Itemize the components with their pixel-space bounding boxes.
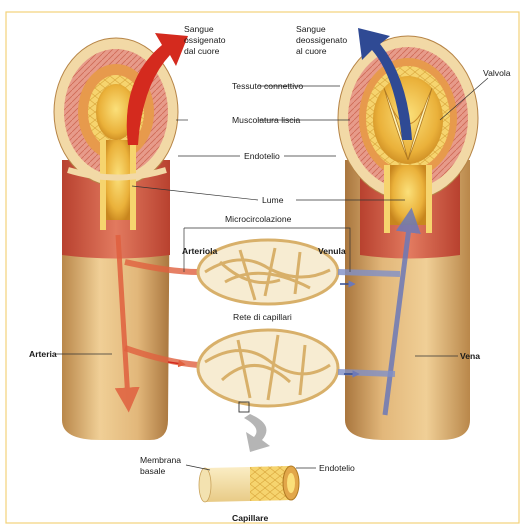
label-valve: Valvola	[483, 68, 511, 78]
zoom-arrow	[244, 414, 270, 452]
label-capillary-network: Rete di capillari	[233, 312, 292, 322]
svg-text:Membrana: Membrana	[140, 455, 181, 465]
label-capillary: Capillare	[232, 513, 269, 523]
label-vein: Vena	[460, 351, 480, 361]
label-smooth-muscle: Muscolatura liscia	[232, 115, 301, 125]
svg-text:dal cuore: dal cuore	[184, 46, 220, 56]
svg-text:basale: basale	[140, 466, 166, 476]
capillary-detail	[199, 466, 299, 502]
label-oxygenated-blood: Sangue ossigenato dal cuore	[184, 24, 226, 56]
svg-text:ossigenato: ossigenato	[184, 35, 226, 45]
label-endothelium-top: Endotelio	[244, 151, 280, 161]
svg-text:Sangue: Sangue	[296, 24, 326, 34]
label-connective-tissue: Tessuto connettivo	[232, 81, 303, 91]
svg-text:deossigenato: deossigenato	[296, 35, 347, 45]
svg-text:al cuore: al cuore	[296, 46, 327, 56]
label-microcirculation: Microcircolazione	[225, 214, 292, 224]
label-venule: Venula	[318, 246, 346, 256]
svg-text:Sangue: Sangue	[184, 24, 214, 34]
label-arteriole: Arteriola	[182, 246, 218, 256]
label-artery: Arteria	[29, 349, 57, 359]
label-lumen: Lume	[262, 195, 284, 205]
label-basal-membrane: Membrana basale	[140, 455, 181, 476]
label-endothelium-bottom: Endotelio	[319, 463, 355, 473]
label-deoxygenated-blood: Sangue deossigenato al cuore	[296, 24, 347, 56]
